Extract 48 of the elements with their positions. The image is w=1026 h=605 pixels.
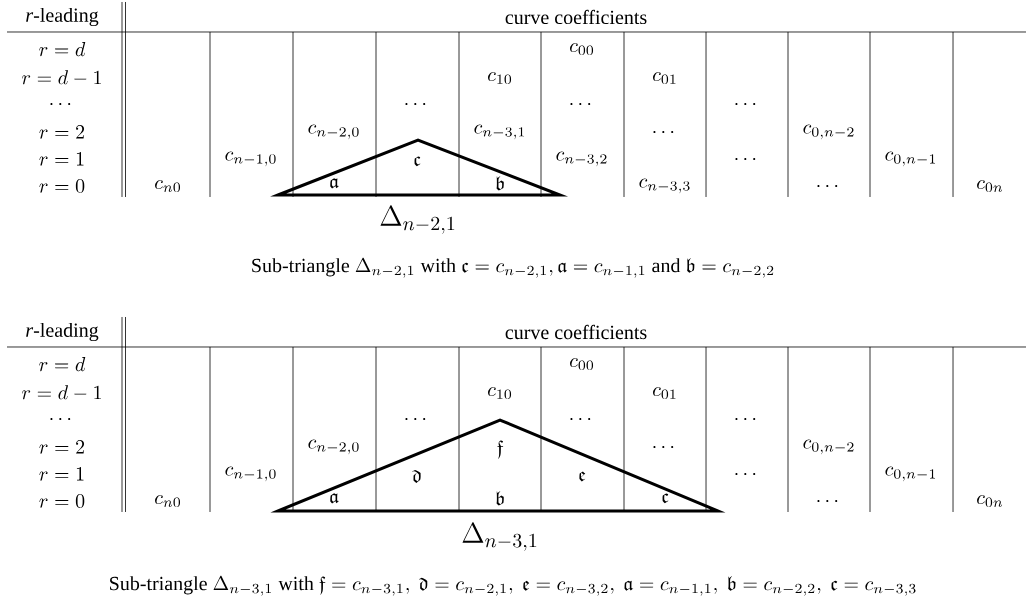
row-label: $r = 0$ <box>39 494 85 508</box>
table-cell: $c_{00}$ <box>570 357 594 371</box>
column-header: r-leading <box>26 322 99 342</box>
table-cell: $c_{01}$ <box>653 71 676 85</box>
column-header: curve coefficients <box>505 9 647 25</box>
row-label: $r = d - 1$ <box>22 70 101 85</box>
row-label: $r = 0$ <box>39 179 85 193</box>
table-cell: $\dots$ <box>817 184 838 188</box>
table-cell: $c_{n-3,3}$ <box>639 178 690 194</box>
row-label: $r = d - 1$ <box>22 385 101 400</box>
column-header: curve coefficients <box>505 324 647 340</box>
table-cell: $\dots$ <box>570 417 591 421</box>
table-cell: $\dots$ <box>405 417 426 421</box>
table-cell: $\dots$ <box>570 102 591 106</box>
table-cell: $c_{n-3,2}$ <box>556 151 607 167</box>
table-cell: $\dots$ <box>405 102 426 106</box>
table-cell: $\dots$ <box>653 445 674 449</box>
table-cell: $c_{10}$ <box>488 71 512 85</box>
table-cell: $c_{0,n-2}$ <box>803 124 854 140</box>
table-cell: $\dots$ <box>817 499 838 503</box>
node-label: $\Delta_{n-3,1}$ <box>462 522 537 551</box>
table-cell: $c_{0n}$ <box>977 494 1003 508</box>
table-cell: $\dots$ <box>735 417 756 421</box>
row-label: $\dots$ <box>50 102 71 106</box>
node-label: $\Delta_{n-2,1}$ <box>380 205 455 234</box>
column-header: r-leading <box>26 7 99 27</box>
row-label: $r = d$ <box>39 42 86 57</box>
table-cell: $c_{n-2,0}$ <box>308 439 359 455</box>
caption: $\text{Sub-triangle } \Delta_{n-3,1} \text{ with } \mathfrak{f} = c_{n-3,1},\ \mathfrak{d} = c_{n-2,1},\ \mathfrak{e} = c_{n-3,2},\ \mathfrak{a} = c_{n-1,1},\ \mathfrak{b} = c_{n-2,2},\ \mathfrak{c} = c_{n-3,3}$ <box>110 575 916 596</box>
table-cell: $c_{01}$ <box>653 386 676 400</box>
table-cell: $c_{0,n-2}$ <box>803 439 854 455</box>
row-label: $r = d$ <box>39 357 86 372</box>
table-cell: $c_{n0}$ <box>155 494 180 508</box>
row-label: $\dots$ <box>50 417 71 421</box>
table-cell: $c_{0n}$ <box>977 179 1003 193</box>
table-cell: $\dots$ <box>735 102 756 106</box>
caption: $\text{Sub-triangle } \Delta_{n-2,1} \text{ with } \mathfrak{c} = c_{n-2,1}, \mathfrak{a} = c_{n-1,1} \text{ and } \mathfrak{b} = c_{n-2,2}$ <box>252 257 774 278</box>
row-label: $r = 1$ <box>39 467 84 481</box>
row-label: $r = 2$ <box>39 440 85 454</box>
row-label: $r = 1$ <box>39 152 84 166</box>
row-label: $r = 2$ <box>39 125 85 139</box>
table-cell: $\dots$ <box>653 130 674 134</box>
table-cell: $\dots$ <box>735 157 756 161</box>
table-cell: $c_{0,n-1}$ <box>885 466 936 482</box>
table-cell: $c_{n0}$ <box>155 179 180 193</box>
table-cell: $c_{10}$ <box>488 386 512 400</box>
table-cell: $c_{0,n-1}$ <box>885 151 936 167</box>
table-cell: $c_{00}$ <box>570 42 594 56</box>
